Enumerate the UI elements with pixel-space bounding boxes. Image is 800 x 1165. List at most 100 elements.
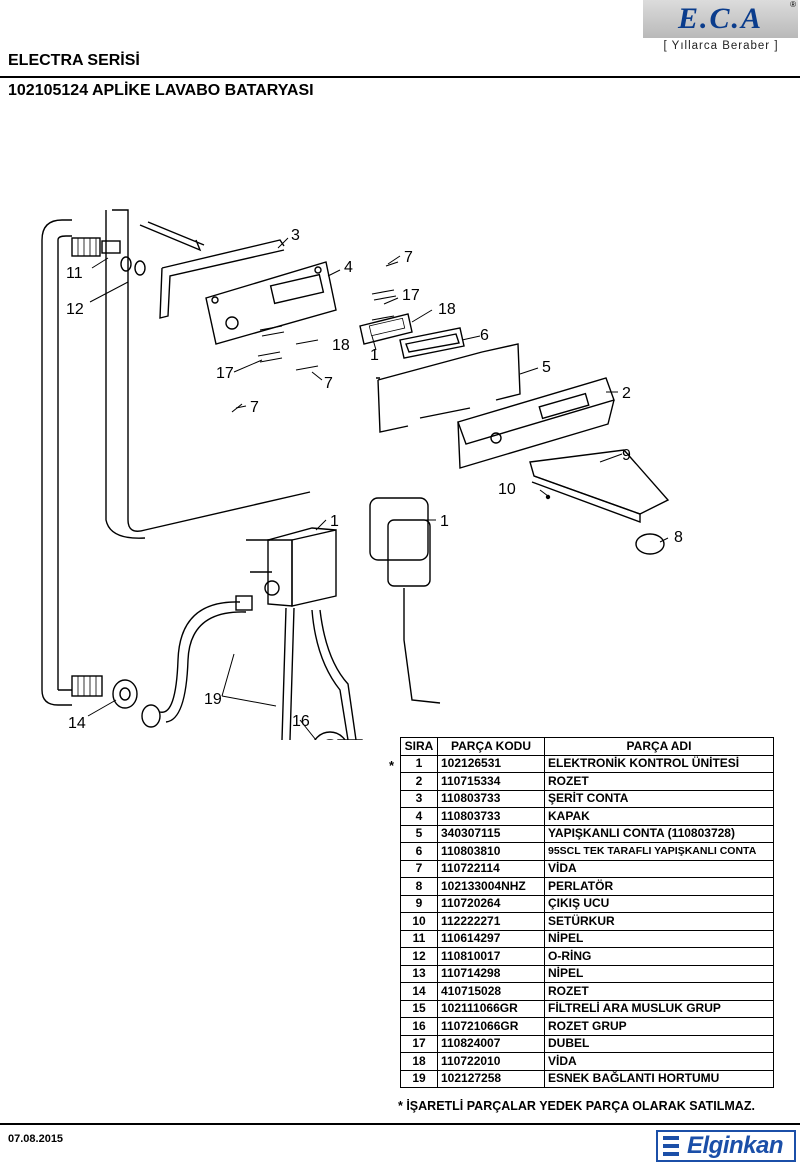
row-number: 12 bbox=[400, 947, 438, 966]
row-number: 8 bbox=[400, 877, 438, 896]
angle-valves bbox=[314, 731, 363, 740]
callout-14: 14 bbox=[68, 715, 86, 732]
callout-12: 12 bbox=[66, 301, 84, 318]
callout-19: 19 bbox=[204, 691, 222, 708]
row-number: 9 bbox=[400, 894, 438, 913]
row-number: 5 bbox=[400, 824, 438, 843]
part-name: ÇIKIŞ UCU bbox=[544, 894, 774, 913]
eca-logo: E.C.A ® bbox=[643, 0, 798, 38]
spout bbox=[529, 449, 670, 524]
callout-18: 18 bbox=[438, 301, 456, 318]
elginkan-logo-text: Elginkan bbox=[687, 1132, 784, 1159]
series-title: ELECTRA SERİSİ bbox=[8, 52, 140, 69]
nipple-top bbox=[71, 237, 146, 276]
footer-divider bbox=[0, 1123, 800, 1125]
part-name: ROZET bbox=[544, 772, 774, 791]
part-code: 112222271 bbox=[437, 912, 545, 931]
part-name: PERLATÖR bbox=[544, 877, 774, 896]
callout-6: 6 bbox=[480, 327, 489, 344]
row-number: 14 bbox=[400, 982, 438, 1001]
leader-lines bbox=[87, 237, 669, 740]
col-header-sira: SIRA bbox=[400, 737, 438, 756]
part-name: SETÜRKUR bbox=[544, 912, 774, 931]
part-code: 110803733 bbox=[437, 789, 545, 808]
header-divider bbox=[0, 76, 800, 78]
nipple-bottom bbox=[71, 675, 138, 709]
strip-seal bbox=[159, 239, 285, 319]
part-code: 110824007 bbox=[437, 1034, 545, 1053]
elginkan-logo: Elginkan bbox=[656, 1130, 796, 1162]
row-number: 15 bbox=[400, 999, 438, 1018]
callout-7: 7 bbox=[404, 249, 413, 266]
row-number: 13 bbox=[400, 964, 438, 983]
callout-17: 17 bbox=[402, 287, 420, 304]
row-number: 1 bbox=[400, 754, 438, 773]
part-name: KAPAK bbox=[544, 807, 774, 826]
part-code: 340307115 bbox=[437, 824, 545, 843]
aerator bbox=[635, 533, 665, 555]
part-name: ESNEK BAĞLANTI HORTUMU bbox=[544, 1069, 774, 1088]
callout-7: 7 bbox=[250, 399, 259, 416]
part-code: 102133004NHZ bbox=[437, 877, 545, 896]
part-code: 110614297 bbox=[437, 929, 545, 948]
part-name: YAPIŞKANLI CONTA (110803728) bbox=[544, 824, 774, 843]
part-code: 110720264 bbox=[437, 894, 545, 913]
screws bbox=[231, 261, 399, 413]
part-code: 110714298 bbox=[437, 964, 545, 983]
row-number: 7 bbox=[400, 859, 438, 878]
callout-1: 1 bbox=[330, 513, 339, 530]
callout-16: 16 bbox=[214, 739, 232, 740]
part-name: ROZET bbox=[544, 982, 774, 1001]
cable-route bbox=[112, 209, 311, 532]
double-sided-seal bbox=[399, 327, 465, 359]
part-name: DUBEL bbox=[544, 1034, 774, 1053]
adhesive-seal bbox=[376, 343, 521, 433]
callout-5: 5 bbox=[542, 359, 551, 376]
row-number: 2 bbox=[400, 772, 438, 791]
cover-plate bbox=[205, 261, 337, 345]
row-number: 11 bbox=[400, 929, 438, 948]
part-code: 102111066GR bbox=[437, 999, 545, 1018]
part-name: VİDA bbox=[544, 1052, 774, 1071]
row-number: 19 bbox=[400, 1069, 438, 1088]
part-code: 102127258 bbox=[437, 1069, 545, 1088]
control-panel bbox=[359, 313, 413, 345]
power-adapter bbox=[369, 497, 441, 704]
part-code: 410715028 bbox=[437, 982, 545, 1001]
col-header-code: PARÇA KODU bbox=[437, 737, 545, 756]
supply-pipe bbox=[41, 219, 72, 706]
eca-logo-text: E.C.A bbox=[677, 2, 764, 35]
part-code: 110810017 bbox=[437, 947, 545, 966]
part-name: ŞERİT CONTA bbox=[544, 789, 774, 808]
exploded-parts-diagram: 3 4 7 11 12 17 18 18 1 17 7 7 6 5 2 9 10… bbox=[41, 209, 683, 740]
callout-7: 7 bbox=[324, 375, 333, 392]
row-number: 16 bbox=[400, 1017, 438, 1036]
callout-16: 16 bbox=[292, 713, 310, 730]
callout-labels: 3 4 7 11 12 17 18 18 1 17 7 7 6 5 2 9 10… bbox=[66, 227, 683, 740]
part-name: FİLTRELİ ARA MUSLUK GRUP bbox=[544, 999, 774, 1018]
callout-17: 17 bbox=[216, 365, 234, 382]
part-code: 110722010 bbox=[437, 1052, 545, 1071]
row-number: 6 bbox=[400, 842, 438, 861]
callout-4: 4 bbox=[344, 259, 353, 276]
spare-part-note: * İŞARETLİ PARÇALAR YEDEK PARÇA OLARAK S… bbox=[398, 1099, 755, 1113]
callout-9: 9 bbox=[622, 447, 631, 464]
col-header-name: PARÇA ADI bbox=[544, 737, 774, 756]
part-name: ROZET GRUP bbox=[544, 1017, 774, 1036]
part-name: ELEKTRONİK KONTROL ÜNİTESİ bbox=[544, 754, 774, 773]
callout-1: 1 bbox=[440, 513, 449, 530]
